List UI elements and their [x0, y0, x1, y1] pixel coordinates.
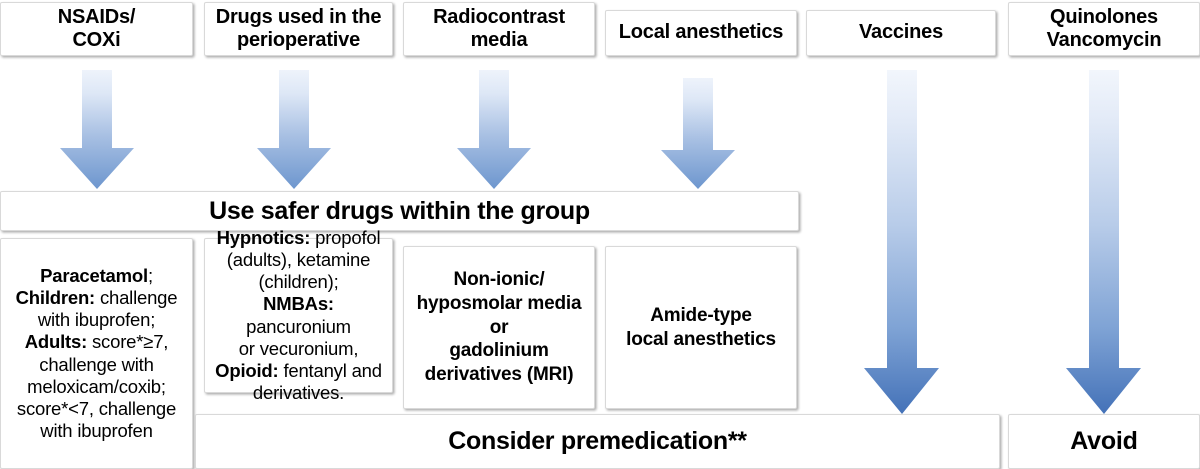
- detail-text-local-anesthetics: Amide-type local anesthetics: [626, 304, 776, 352]
- detail-rest: challenge with: [39, 353, 154, 375]
- banner-label: Use safer drugs within the group: [209, 196, 590, 225]
- arrow-local-anesthetics-icon: [659, 78, 737, 190]
- detail-line: hyposmolar media: [416, 292, 582, 314]
- detail-bold: Children:: [15, 286, 96, 308]
- detail-box-nsaids[interactable]: Paracetamol; Children: challenge with ib…: [0, 238, 193, 469]
- detail-rest: propofol: [310, 226, 381, 248]
- detail-line: local anesthetics: [626, 328, 776, 350]
- header-line-2: media: [470, 29, 528, 51]
- detail-line: Non-ionic/: [453, 269, 545, 291]
- header-line-1: Radiocontrast: [433, 5, 565, 28]
- detail-bold: Hypnotics:: [216, 226, 311, 248]
- detail-bold: NMBAs:: [263, 293, 334, 315]
- arrow-nsaids-icon: [58, 70, 136, 190]
- header-box-quinolones[interactable]: Quinolones Vancomycin: [1008, 2, 1200, 56]
- detail-rest: score*<7, challenge: [16, 397, 177, 419]
- banner-label: Avoid: [1070, 427, 1138, 455]
- header-line-1: Vaccines: [858, 21, 944, 44]
- detail-box-radiocontrast[interactable]: Non-ionic/ hyposmolar media or gadoliniu…: [403, 246, 595, 409]
- detail-text-nsaids: Paracetamol; Children: challenge with ib…: [7, 265, 186, 443]
- detail-line: or: [489, 316, 509, 338]
- detail-line: Amide-type: [650, 304, 752, 326]
- detail-bold: Paracetamol: [40, 264, 148, 286]
- banner-use-safer-drugs[interactable]: Use safer drugs within the group: [0, 191, 799, 231]
- detail-rest: with ibuprofen: [40, 420, 153, 442]
- header-line-2: Vancomycin: [1046, 29, 1162, 51]
- header-box-local-anesthetics[interactable]: Local anesthetics: [605, 10, 797, 56]
- detail-box-local-anesthetics[interactable]: Amide-type local anesthetics: [605, 246, 797, 409]
- banner-consider-premedication[interactable]: Consider premedication**: [195, 414, 1000, 469]
- detail-box-perioperative[interactable]: Hypnotics: propofol (adults), ketamine (…: [204, 227, 393, 403]
- detail-rest: meloxicam/coxib;: [27, 375, 166, 397]
- detail-bold: Adults:: [24, 331, 88, 353]
- detail-text-radiocontrast: Non-ionic/ hyposmolar media or gadoliniu…: [417, 268, 582, 387]
- detail-rest: challenge: [95, 286, 178, 308]
- arrow-perioperative-icon: [255, 70, 333, 190]
- header-line-1: NSAIDs/: [57, 5, 136, 28]
- detail-text-perioperative: Hypnotics: propofol (adults), ketamine (…: [211, 227, 386, 405]
- detail-rest: fentanyl and: [278, 359, 382, 381]
- detail-bold: Opioid:: [215, 359, 279, 381]
- header-box-radiocontrast[interactable]: Radiocontrast media: [403, 2, 595, 56]
- detail-rest: (children);: [258, 271, 339, 293]
- header-box-nsaids[interactable]: NSAIDs/ COXi: [0, 2, 193, 56]
- header-line-2: COXi: [72, 29, 121, 51]
- detail-line: derivatives (MRI): [424, 364, 574, 386]
- banner-avoid[interactable]: Avoid: [1008, 414, 1200, 469]
- header-line-1: Drugs used in the: [215, 5, 382, 28]
- header-box-vaccines[interactable]: Vaccines: [806, 10, 996, 56]
- banner-label: Consider premedication**: [448, 427, 747, 455]
- header-line-2: perioperative: [236, 29, 360, 51]
- detail-rest: score*≥7,: [87, 331, 169, 353]
- detail-rest: (adults), ketamine: [226, 248, 371, 270]
- header-line-1: Local anesthetics: [618, 21, 784, 44]
- header-line-1: Quinolones: [1049, 5, 1158, 28]
- detail-line: gadolinium: [449, 340, 549, 362]
- arrow-quinolones-icon: [1063, 70, 1143, 415]
- detail-rest: pancuronium: [246, 315, 351, 337]
- detail-rest: ;: [147, 264, 153, 286]
- detail-rest: or vecuronium,: [238, 337, 359, 359]
- detail-rest: with ibuprofen;: [37, 309, 156, 331]
- detail-rest: derivatives.: [252, 382, 345, 404]
- header-box-perioperative[interactable]: Drugs used in the perioperative: [204, 2, 393, 56]
- arrow-radiocontrast-icon: [455, 70, 533, 190]
- arrow-vaccines-icon: [861, 70, 941, 415]
